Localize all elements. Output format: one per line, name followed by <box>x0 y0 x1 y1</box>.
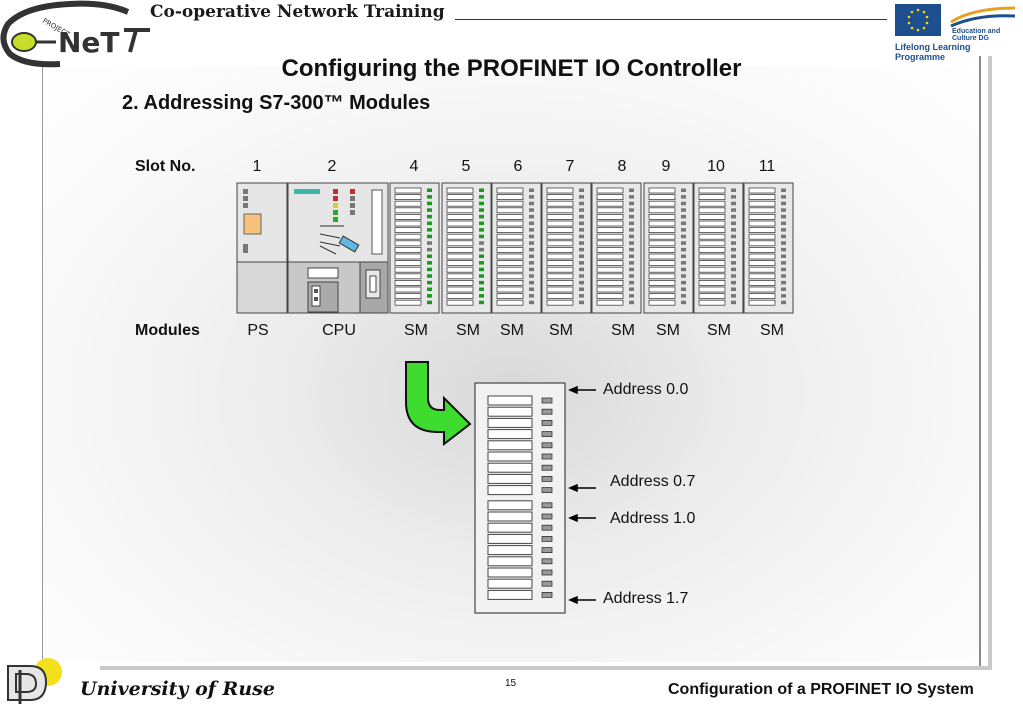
terminal-slot <box>487 556 533 567</box>
address-label: Address 1.7 <box>603 590 689 607</box>
status-led <box>541 431 553 437</box>
slot-number: 4 <box>409 158 419 175</box>
slot-number: 7 <box>565 158 575 175</box>
green-arrow-icon <box>405 361 472 446</box>
terminal-slot <box>487 406 533 417</box>
eu-caption: Education and Culture DG <box>952 28 1001 42</box>
terminal-slot <box>487 395 533 406</box>
address-arrows <box>568 385 596 605</box>
frame-left-rule <box>42 62 43 666</box>
terminal-slot <box>487 462 533 473</box>
page-number: 15 <box>505 678 517 689</box>
terminal-slot <box>487 417 533 428</box>
sm-modules <box>389 182 794 314</box>
module-name: SM <box>760 322 784 339</box>
terminal-slot <box>487 473 533 484</box>
address-label: Address 0.7 <box>610 473 696 490</box>
frame-right-shadow <box>988 56 992 668</box>
module-name: CPU <box>322 322 356 339</box>
sm-module <box>743 182 794 314</box>
terminal-slot <box>487 589 533 600</box>
terminal-slot <box>487 500 533 511</box>
terminal-slot <box>487 429 533 440</box>
terminal-slot <box>487 485 533 496</box>
status-led <box>541 464 553 471</box>
university-logo-icon <box>7 658 62 704</box>
status-led <box>541 502 553 509</box>
header-rule <box>455 19 887 20</box>
frame-bottom-rule <box>100 666 992 670</box>
slot-number: 9 <box>661 158 671 175</box>
slot-number: 8 <box>617 158 627 175</box>
ps-module <box>236 182 288 314</box>
slot-number: 6 <box>513 158 523 175</box>
header-title: Co-operative Network Training <box>150 2 445 22</box>
status-led <box>541 580 553 587</box>
status-led <box>541 513 553 520</box>
module-name: SM <box>456 322 480 339</box>
sm-module <box>643 182 694 314</box>
sm-detail-module <box>474 382 566 614</box>
terminal-slot <box>487 522 533 533</box>
sm-module <box>491 182 542 314</box>
eu-flag-icon <box>895 4 1016 36</box>
module-name: SM <box>549 322 573 339</box>
cnet-logo: NeT PROJECT <box>0 0 150 68</box>
modules-label: Modules <box>135 322 200 339</box>
s7-300-rack <box>236 182 794 314</box>
module-name: SM <box>707 322 731 339</box>
status-led <box>541 535 553 542</box>
address-label: Address 1.0 <box>610 510 696 527</box>
footer-university: University of Ruse <box>80 678 275 700</box>
module-name: SM <box>611 322 635 339</box>
slot-number: 5 <box>461 158 471 175</box>
status-led <box>541 591 553 598</box>
cnet-logo-text: NeT <box>58 26 120 59</box>
module-name: PS <box>247 322 269 339</box>
terminal-slot <box>487 440 533 451</box>
module-name: SM <box>500 322 524 339</box>
status-led <box>541 569 553 576</box>
module-name: SM <box>656 322 680 339</box>
terminal-slot <box>487 511 533 522</box>
status-led <box>541 476 553 482</box>
terminal-slot <box>487 533 533 544</box>
sm-module <box>693 182 744 314</box>
slide-title: Configuring the PROFINET IO Controller <box>281 55 742 82</box>
sm-module <box>441 182 492 314</box>
sm-module <box>541 182 592 314</box>
slot-number: 2 <box>327 158 337 175</box>
sm-module <box>389 182 440 314</box>
slot-number: 10 <box>707 158 725 175</box>
sm-module <box>591 182 642 314</box>
status-led <box>541 397 553 404</box>
terminal-slot <box>487 578 533 589</box>
status-led <box>541 558 553 565</box>
status-led <box>541 487 553 493</box>
module-name: SM <box>404 322 428 339</box>
terminal-slot <box>487 545 533 556</box>
slot-number: 1 <box>252 158 262 175</box>
eu-programme: Lifelong Learning Programme <box>895 42 971 62</box>
status-led <box>541 442 553 449</box>
status-led <box>541 453 553 460</box>
cpu-module <box>287 182 389 314</box>
status-led <box>541 420 553 426</box>
status-led <box>541 547 553 554</box>
terminal-slot <box>487 451 533 462</box>
frame-right-rule <box>979 56 981 666</box>
terminal-slot <box>487 567 533 578</box>
status-led <box>541 524 553 531</box>
slide-subtitle: 2. Addressing S7-300™ Modules <box>122 92 431 114</box>
slot-number-label: Slot No. <box>135 158 196 175</box>
address-label: Address 0.0 <box>603 381 689 398</box>
status-led <box>541 408 553 415</box>
footer-presentation-title: Configuration of a PROFINET IO System <box>668 681 974 698</box>
slot-number: 11 <box>758 158 776 175</box>
